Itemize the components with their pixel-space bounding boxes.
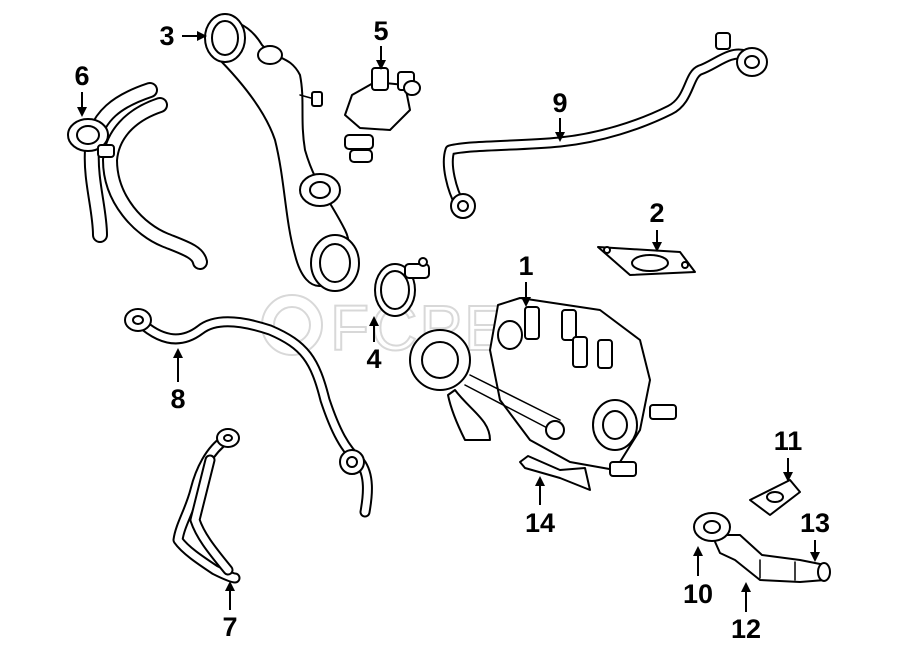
svg-text:1: 1 <box>518 251 533 281</box>
callout-10: 10 <box>683 546 713 609</box>
part-2-gasket <box>597 246 696 276</box>
svg-text:13: 13 <box>800 508 830 538</box>
part-4-clamp <box>374 257 430 317</box>
callout-11: 11 <box>774 426 803 482</box>
part-12-pipe <box>693 512 831 583</box>
callout-7: 7 <box>222 581 238 642</box>
part-3-intake-pipe <box>204 13 360 292</box>
svg-text:14: 14 <box>525 508 555 538</box>
svg-text:5: 5 <box>373 16 388 46</box>
callout-5: 5 <box>373 16 389 70</box>
callout-1: 1 <box>518 251 534 307</box>
part-1-turbocharger <box>409 297 677 477</box>
svg-text:7: 7 <box>222 612 237 642</box>
svg-text:10: 10 <box>683 579 713 609</box>
part-9-line <box>442 32 768 219</box>
callout-4: 4 <box>366 316 382 374</box>
callout-9: 9 <box>552 88 568 142</box>
callout-6: 6 <box>74 61 90 117</box>
callout-8: 8 <box>170 348 186 414</box>
part-6-hose <box>67 82 208 270</box>
callout-2: 2 <box>649 198 665 252</box>
part-8-line <box>124 308 373 518</box>
callout-14: 14 <box>525 476 555 538</box>
part-5-valve <box>344 67 421 163</box>
svg-text:9: 9 <box>552 88 567 118</box>
callout-3: 3 <box>159 21 207 51</box>
callout-13: 13 <box>800 508 830 562</box>
part-11-gasket <box>749 479 801 516</box>
part-7-line <box>172 428 241 584</box>
svg-text:8: 8 <box>170 384 185 414</box>
callout-12: 12 <box>731 582 761 644</box>
svg-text:4: 4 <box>366 344 381 374</box>
part-14-bracket <box>519 455 591 491</box>
svg-text:2: 2 <box>649 198 664 228</box>
svg-text:12: 12 <box>731 614 761 644</box>
svg-text:3: 3 <box>159 21 174 51</box>
svg-text:11: 11 <box>774 426 803 456</box>
svg-text:6: 6 <box>74 61 89 91</box>
